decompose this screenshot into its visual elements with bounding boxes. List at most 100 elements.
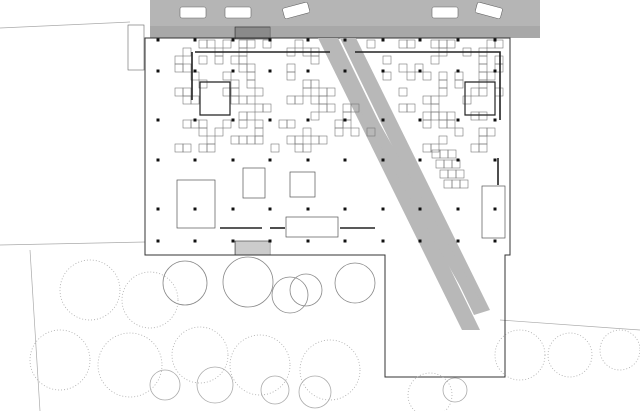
tree-canopy-icon <box>97 332 163 398</box>
grid-cell <box>230 55 240 65</box>
grid-cell <box>366 39 376 49</box>
grid-cell <box>446 111 456 121</box>
column-icon <box>268 239 272 243</box>
car-icon <box>179 6 207 19</box>
grid-cell <box>470 111 480 121</box>
grid-cell <box>310 55 320 65</box>
tree-canopy-icon <box>494 329 546 381</box>
grid-cell <box>190 95 200 105</box>
grid-cell <box>246 79 256 89</box>
tree-icon <box>149 369 181 401</box>
column-icon <box>268 38 272 42</box>
grid-cell <box>438 79 448 89</box>
column-icon <box>306 239 310 243</box>
stair-icon <box>234 240 271 256</box>
stair-icon <box>234 26 271 40</box>
tree-canopy-icon <box>121 271 179 329</box>
grid-cell <box>446 39 456 49</box>
grid-cell <box>246 135 256 145</box>
ramp-stripe <box>360 110 480 300</box>
grid-cell <box>422 119 432 129</box>
grid-cell <box>222 39 232 49</box>
grid-cell <box>438 111 448 121</box>
grid-cell <box>214 55 224 65</box>
grid-cell <box>439 149 449 159</box>
grid-cell <box>382 55 392 65</box>
grid-cell <box>342 103 352 113</box>
grid-cell <box>310 111 320 121</box>
tree-canopy-icon <box>29 329 91 391</box>
column-icon <box>418 207 422 211</box>
grid-cell <box>270 143 280 153</box>
column-icon <box>381 38 385 42</box>
column-icon <box>456 118 460 122</box>
grid-cell <box>286 71 296 81</box>
column-icon <box>231 38 235 42</box>
column-icon <box>343 38 347 42</box>
column-icon <box>156 207 160 211</box>
column-icon <box>231 207 235 211</box>
grid-cell <box>262 103 272 113</box>
grid-cell <box>238 95 248 105</box>
column-icon <box>456 239 460 243</box>
grid-cell <box>478 71 488 81</box>
column-icon <box>193 158 197 162</box>
grid-cell <box>206 135 216 145</box>
grid-cell <box>430 55 440 65</box>
grid-cell <box>398 39 408 49</box>
column-icon <box>456 158 460 162</box>
column-icon <box>381 69 385 73</box>
grid-cell <box>254 135 264 145</box>
column-icon <box>231 118 235 122</box>
grid-cell <box>486 71 496 81</box>
grid-cell <box>438 119 448 129</box>
column-icon <box>493 38 497 42</box>
ramp-stripe <box>340 38 490 315</box>
column-icon <box>343 118 347 122</box>
grid-cell <box>439 169 449 179</box>
column-icon <box>306 207 310 211</box>
grid-cell <box>254 127 264 137</box>
side-stair-icon <box>127 24 145 71</box>
column-icon <box>268 207 272 211</box>
grid-cell <box>318 103 328 113</box>
column-icon <box>193 118 197 122</box>
street <box>127 0 540 71</box>
grid-cell <box>254 119 264 129</box>
column-icon <box>343 239 347 243</box>
tree-icon <box>334 262 376 304</box>
column-icon <box>493 118 497 122</box>
grid-cell <box>430 111 440 121</box>
site-lines <box>0 21 640 411</box>
grid-cell <box>486 127 496 137</box>
grid-cell <box>398 87 408 97</box>
column-icon <box>381 239 385 243</box>
grid-cell <box>422 111 432 121</box>
tree-canopy-icon <box>171 326 229 384</box>
column-icon <box>268 118 272 122</box>
grid-cell <box>443 179 453 189</box>
tree-icon <box>260 375 290 405</box>
column-icon <box>306 118 310 122</box>
grid-cell <box>238 63 248 73</box>
column-icon <box>343 207 347 211</box>
column-icon <box>231 69 235 73</box>
grid-cell <box>350 127 360 137</box>
grid-cell <box>254 103 264 113</box>
grid-cell <box>174 55 184 65</box>
grid-cell <box>398 63 408 73</box>
tree-canopy-icon <box>547 332 593 378</box>
grid-cell <box>198 119 208 129</box>
grid-cell <box>182 47 192 57</box>
grid-cell <box>198 79 208 89</box>
column-icon <box>156 118 160 122</box>
grid-cell <box>238 39 248 49</box>
column-icon <box>156 158 160 162</box>
diagonal-ramp <box>318 38 490 330</box>
grid-cell <box>206 143 216 153</box>
grid-cell <box>494 63 504 73</box>
partition-walls <box>191 51 501 229</box>
grid-cell <box>326 87 336 97</box>
grid-cell <box>198 143 208 153</box>
grid-cell <box>334 127 344 137</box>
